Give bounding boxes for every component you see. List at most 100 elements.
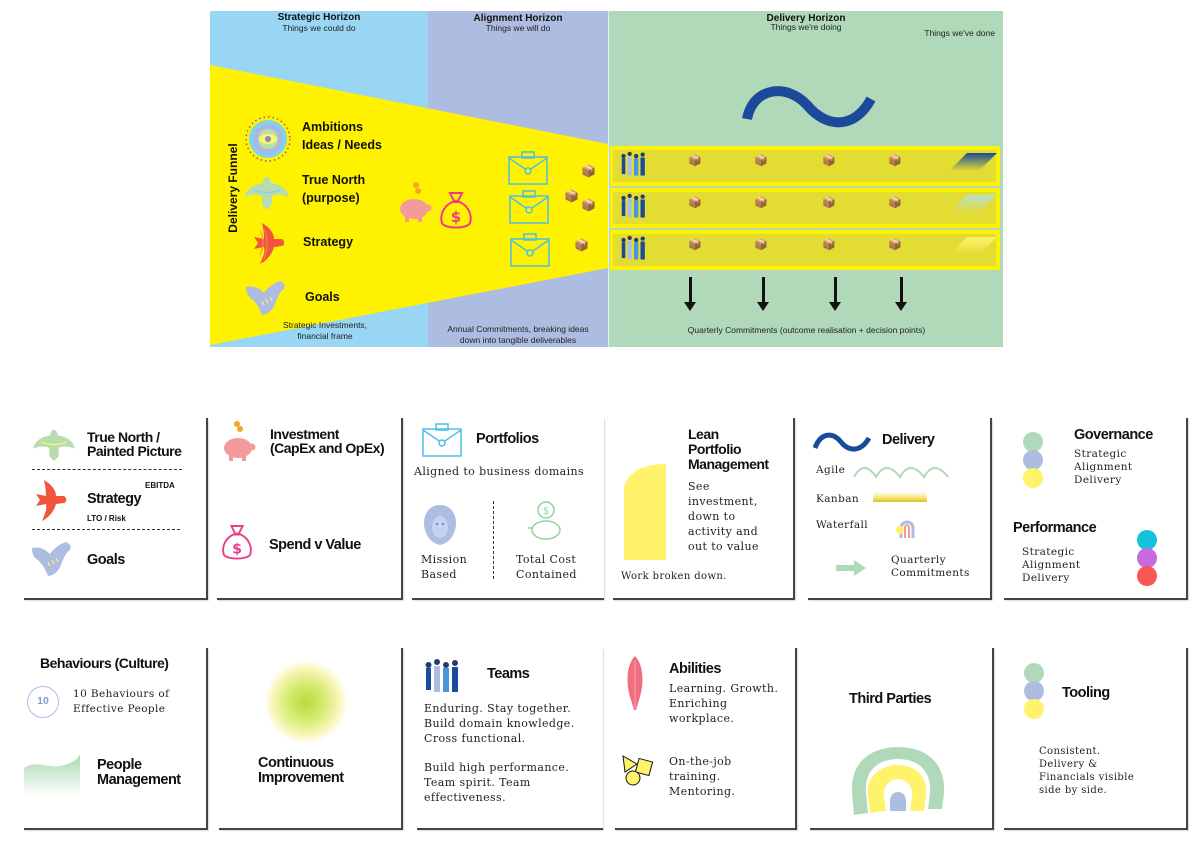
- delivery-funnel-diagram: Strategic Horizon Things we could do Ali…: [210, 11, 1003, 347]
- package-icon: 📦: [581, 164, 596, 178]
- tooling-dot-blue: [1024, 681, 1044, 701]
- rainbow-icon: [851, 747, 945, 815]
- strategy-heading: Strategy: [87, 491, 142, 507]
- vertical-divider: [493, 501, 494, 579]
- delivery-wave-icon: [742, 86, 876, 128]
- divider: [32, 469, 182, 470]
- lpm-body: See investment, down to activity and out…: [688, 480, 759, 553]
- package-icon: 📦: [754, 196, 768, 209]
- package-icon: 📦: [822, 154, 836, 167]
- quarter-arrow-2: [757, 277, 769, 311]
- waterfall-label: Waterfall: [816, 519, 869, 531]
- package-icon: 📦: [581, 198, 596, 212]
- card-investment: Investment (CapEx and OpEx) $ Spend v Va…: [217, 418, 403, 600]
- card-lean-portfolio-management: Lean Portfolio Management See investment…: [613, 418, 795, 600]
- delivery-horizon-subtitle: Things we're doing: [770, 22, 842, 32]
- card-third-parties: Third Parties: [810, 648, 994, 830]
- yellow-shape-icon: [624, 464, 666, 560]
- package-icon: 📦: [822, 238, 836, 251]
- green-wave-icon: [24, 754, 80, 796]
- red-bird-icon: [36, 480, 67, 521]
- briefcase-icon: [510, 233, 550, 267]
- governance-dot-strategic: [1023, 432, 1043, 452]
- blue-dove-icon: [32, 542, 71, 576]
- funnel-item-goals: Goals: [305, 290, 340, 304]
- team-icon: [425, 659, 458, 692]
- things-done-label: Things we've done: [924, 28, 995, 38]
- arrow-right-icon: [836, 560, 866, 576]
- funnel-item-ambitions: Ambitions Ideas / Needs: [302, 120, 382, 152]
- delivery-horizon-title: Delivery Horizon: [766, 13, 846, 24]
- performance-heading: Performance: [1013, 520, 1097, 536]
- ten-badge: 10: [27, 686, 59, 718]
- delivery-footer: Quarterly Commitments (outcome realisati…: [687, 325, 926, 335]
- spend-value-heading: Spend v Value: [269, 537, 361, 553]
- true-north-heading: True North / Painted Picture: [87, 429, 182, 459]
- card-governance: Governance Strategic Alignment Delivery …: [1004, 418, 1188, 600]
- package-icon: 📦: [888, 196, 902, 209]
- package-icon: 📦: [574, 238, 589, 252]
- red-bird-icon: [254, 223, 285, 264]
- abilities-body-2: On-the-job training. Mentoring.: [669, 755, 736, 798]
- quarterly-commitments-label: Quarterly Commitments: [891, 554, 970, 579]
- funnel-item-strategy: Strategy: [303, 235, 354, 249]
- behaviours-heading: Behaviours (Culture): [40, 655, 169, 671]
- svg-text:$: $: [232, 541, 242, 557]
- card-behaviours: Behaviours (Culture) 10 10 Behaviours of…: [24, 648, 208, 830]
- lpm-footer: Work broken down.: [621, 571, 727, 582]
- teams-heading: Teams: [487, 666, 530, 682]
- package-icon: 📦: [688, 196, 702, 209]
- teams-body-2: Build high performance. Team spirit. Tea…: [424, 761, 570, 804]
- delivery-lane-1: [610, 146, 1000, 186]
- shapes-icon: [622, 755, 654, 786]
- package-icon: 📦: [754, 238, 768, 251]
- kanban-label: Kanban: [816, 493, 860, 505]
- delivery-heading: Delivery: [882, 432, 935, 448]
- briefcase-icon: [508, 151, 548, 185]
- briefcase-icon: [509, 190, 549, 224]
- delivery-lane-2: [610, 188, 1000, 228]
- package-icon: 📦: [754, 154, 768, 167]
- total-cost-label: Total Cost Contained: [516, 553, 577, 581]
- svg-text:$: $: [543, 506, 549, 517]
- agile-loops-icon: [853, 467, 949, 479]
- goals-heading: Goals: [87, 552, 125, 568]
- abilities-heading: Abilities: [669, 661, 721, 677]
- strategic-footer: Strategic Investments, financial frame: [282, 320, 368, 341]
- kanban-bar-icon: [873, 492, 927, 502]
- governance-heading: Governance: [1074, 427, 1153, 443]
- governance-dot-delivery: [1023, 468, 1043, 488]
- strategic-horizon-title: Strategic Horizon: [277, 12, 361, 23]
- card-delivery: Delivery Agile Kanban Waterfall Quarterl…: [808, 418, 992, 600]
- blue-dove-icon: [246, 281, 285, 315]
- governance-list: Strategic Alignment Delivery: [1074, 448, 1133, 486]
- tooling-body: Consistent. Delivery & Financials visibl…: [1039, 746, 1135, 796]
- pink-leaf-icon: [627, 656, 643, 710]
- behaviours-text: 10 Behaviours of Effective People: [73, 688, 170, 715]
- lpm-heading: Lean Portfolio Management: [688, 426, 769, 472]
- card-tooling: Tooling Consistent. Delivery & Financial…: [1004, 648, 1188, 830]
- delivery-lane-3: [610, 230, 1000, 270]
- teams-body-1: Enduring. Stay together. Build domain kn…: [424, 702, 575, 745]
- package-icon: 📦: [888, 238, 902, 251]
- portfolios-subtitle: Aligned to business domains: [414, 465, 585, 478]
- agile-label: Agile: [816, 464, 846, 476]
- waterfall-rainbow-icon: [896, 520, 915, 538]
- tooling-heading: Tooling: [1062, 685, 1110, 701]
- abilities-body-1: Learning. Growth. Enriching workplace.: [669, 682, 779, 725]
- piggy-bank-icon: [400, 182, 432, 222]
- green-bird-icon: [245, 177, 289, 210]
- strategic-horizon-subtitle: Things we could do: [282, 23, 356, 33]
- team-icon: [621, 235, 645, 260]
- package-icon: 📦: [688, 154, 702, 167]
- briefcase-icon: [422, 423, 462, 457]
- quarter-arrow-3: [829, 277, 841, 311]
- continuous-improvement-heading: Continuous Improvement: [258, 755, 344, 786]
- portfolios-heading: Portfolios: [476, 431, 539, 447]
- team-icon: [621, 193, 645, 218]
- lto-risk-label: LTO / Risk: [87, 514, 126, 523]
- package-icon: 📦: [564, 189, 579, 203]
- card-teams: Teams Enduring. Stay together. Build dom…: [417, 648, 603, 830]
- divider: [32, 529, 180, 530]
- ebitda-label: EBITDA: [145, 481, 175, 490]
